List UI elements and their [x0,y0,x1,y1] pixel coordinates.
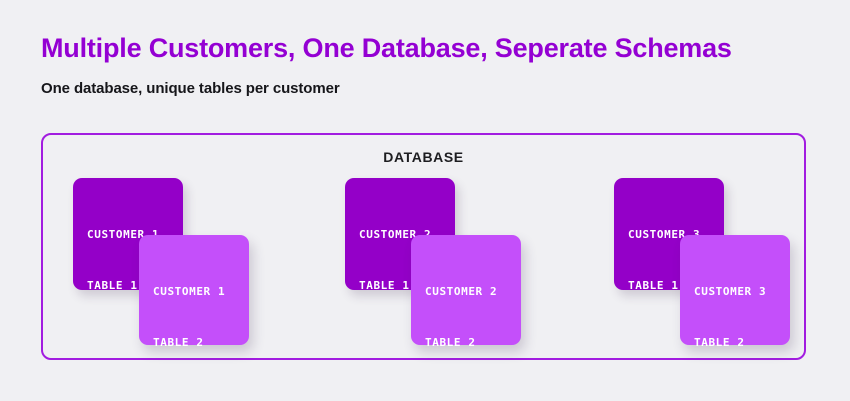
customer-3-table-1-card: CUSTOMER 3 TABLE 1 [614,178,724,292]
customer-group-1: CUSTOMER 1 TABLE 1 CUSTOMER 1 TABLE 2 [61,135,296,362]
card-line-customer: CUSTOMER 1 [153,285,226,298]
card-line-customer: CUSTOMER 1 [87,228,160,241]
customer-group-2: CUSTOMER 2 TABLE 1 CUSTOMER 2 TABLE 2 [333,135,568,362]
database-label: DATABASE [383,149,464,165]
card-line-customer: CUSTOMER 3 [628,228,701,241]
customer-group-3: CUSTOMER 3 TABLE 1 CUSTOMER 3 TABLE 2 [602,135,837,362]
page-subtitle: One database, unique tables per customer [41,80,340,97]
card-line-table: TABLE 2 [153,336,204,349]
database-container: DATABASE CUSTOMER 1 TABLE 1 CUSTOMER 1 T… [41,133,806,360]
customer-3-table-2-card: CUSTOMER 3 TABLE 2 [680,235,790,349]
card-line-table: TABLE 1 [87,279,138,292]
card-line-table: TABLE 2 [425,336,476,349]
card-line-customer: CUSTOMER 2 [425,285,498,298]
page-title: Multiple Customers, One Database, Sepera… [41,33,732,63]
card-line-table: TABLE 1 [628,279,679,292]
customer-1-table-2-card: CUSTOMER 1 TABLE 2 [139,235,249,349]
card-line-table: TABLE 1 [359,279,410,292]
card-line-customer: CUSTOMER 2 [359,228,432,241]
card-line-table: TABLE 2 [694,336,745,349]
customer-2-table-2-card: CUSTOMER 2 TABLE 2 [411,235,521,349]
card-line-customer: CUSTOMER 3 [694,285,767,298]
